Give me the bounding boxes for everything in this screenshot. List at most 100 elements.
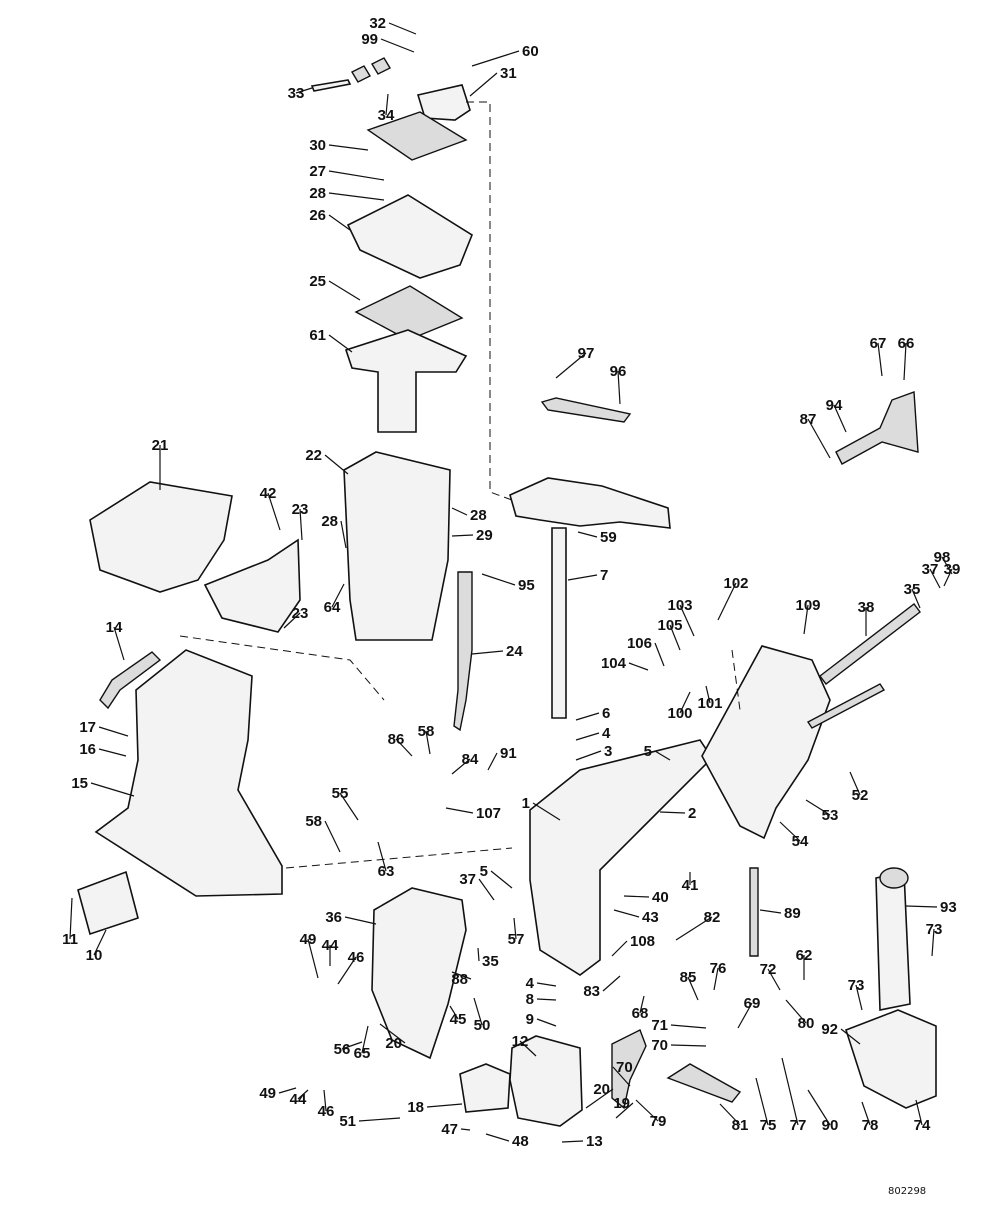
callout-31: 31	[500, 65, 517, 82]
callout-80: 80	[798, 1015, 815, 1032]
callout-leader-29	[451, 534, 474, 537]
callout-leader-17	[98, 726, 129, 737]
callout-92: 92	[821, 1021, 838, 1038]
part-clamp-bracket-36	[371, 887, 467, 1060]
callout-49: 49	[300, 931, 317, 948]
callout-84: 84	[462, 751, 479, 768]
callout-leader-63	[377, 841, 387, 872]
callout-16: 16	[79, 741, 96, 758]
callout-leader-18	[426, 1103, 463, 1108]
callout-leader-109	[803, 604, 809, 635]
callout-40: 40	[652, 889, 669, 906]
callout-24: 24	[506, 643, 523, 660]
callout-19: 19	[613, 1095, 630, 1112]
callout-leader-73	[855, 984, 863, 1011]
callout-leader-84	[451, 758, 471, 775]
callout-leader-86	[395, 738, 413, 757]
callout-62: 62	[796, 947, 813, 964]
callout-58: 58	[305, 813, 322, 830]
part-tilt-tube-38	[819, 603, 921, 685]
callout-23: 23	[292, 501, 309, 518]
callout-leader-8	[536, 998, 557, 1001]
part-bolt-33	[310, 79, 352, 92]
callout-leader-49	[307, 938, 319, 979]
part-clamp-bracket-54	[701, 645, 831, 840]
callout-leader-34	[385, 93, 389, 116]
callout-70: 70	[651, 1037, 668, 1054]
callout-leader-89	[759, 909, 782, 914]
callout-21: 21	[152, 437, 169, 454]
callout-leader-12	[519, 1040, 537, 1057]
callout-leader-11	[69, 897, 73, 940]
callout-leader-100	[679, 691, 691, 714]
part-drawings	[77, 57, 937, 1127]
callout-leader-26	[328, 214, 351, 231]
callout-leader-36	[344, 916, 377, 925]
part-shaft-7	[551, 527, 567, 719]
callout-leader-47	[460, 1128, 471, 1131]
callout-25: 25	[309, 273, 326, 290]
callout-15: 15	[71, 775, 88, 792]
callout-95: 95	[518, 577, 535, 594]
callout-98: 98	[934, 549, 951, 566]
callout-34: 34	[378, 107, 395, 124]
callout-99: 99	[361, 31, 378, 48]
callout-86: 86	[388, 731, 405, 748]
callout-leader-51	[358, 1117, 401, 1122]
callout-leaders	[69, 22, 953, 1143]
callout-leader-94	[833, 404, 847, 433]
callout-41: 41	[682, 877, 699, 894]
callout-20: 20	[593, 1081, 610, 1098]
callout-91: 91	[500, 745, 517, 762]
callout-leader-71	[670, 1024, 707, 1029]
callout-leader-66	[903, 342, 907, 381]
callout-leader-92	[840, 1028, 861, 1045]
callout-6: 6	[602, 705, 610, 722]
assembly-dashed-line	[285, 847, 513, 869]
callout-72: 72	[760, 961, 777, 978]
callout-leader-42	[267, 492, 281, 531]
callout-leader-46	[337, 956, 357, 985]
callout-leader-77	[781, 1057, 799, 1126]
callout-leader-23	[299, 508, 303, 541]
callout-leader-58	[324, 820, 341, 853]
callout-102: 102	[723, 575, 748, 592]
callout-76: 76	[710, 960, 727, 977]
callout-leader-19	[615, 1102, 634, 1119]
callout-12: 12	[512, 1033, 529, 1050]
callout-leader-87	[807, 418, 831, 459]
callout-37: 37	[459, 871, 476, 888]
callout-leader-75	[755, 1077, 769, 1126]
callout-89: 89	[784, 905, 801, 922]
callout-82: 82	[704, 909, 721, 926]
callout-leader-37	[478, 878, 495, 901]
callout-leader-28	[340, 520, 347, 549]
callout-42: 42	[260, 485, 277, 502]
callout-leader-52	[849, 771, 861, 796]
part-swivel-bracket-1	[529, 739, 714, 976]
callout-leader-46	[323, 1089, 327, 1112]
callout-7: 7	[600, 567, 608, 584]
part-plate-25	[354, 285, 464, 341]
callout-81: 81	[732, 1117, 749, 1134]
callout-leader-3	[575, 750, 602, 761]
callout-leader-56	[341, 1041, 363, 1050]
callout-leader-107	[445, 807, 474, 814]
callout-leader-103	[679, 604, 695, 637]
callout-65: 65	[354, 1045, 371, 1062]
callout-109: 109	[795, 597, 820, 614]
part-gasket-30	[366, 111, 468, 161]
callout-leader-65	[361, 1025, 369, 1054]
part-exhaust-housing-22	[343, 451, 451, 641]
callout-36: 36	[325, 909, 342, 926]
callout-leader-4	[575, 732, 600, 741]
callout-leader-58	[425, 730, 431, 755]
callout-30: 30	[309, 137, 326, 154]
callout-leader-44	[297, 1089, 309, 1100]
callout-leader-105	[669, 624, 681, 651]
callout-leader-16	[98, 748, 127, 757]
callout-leader-90	[807, 1089, 831, 1126]
callout-leader-14	[113, 626, 125, 661]
callout-51: 51	[339, 1113, 356, 1130]
part-tube-24	[453, 571, 473, 732]
